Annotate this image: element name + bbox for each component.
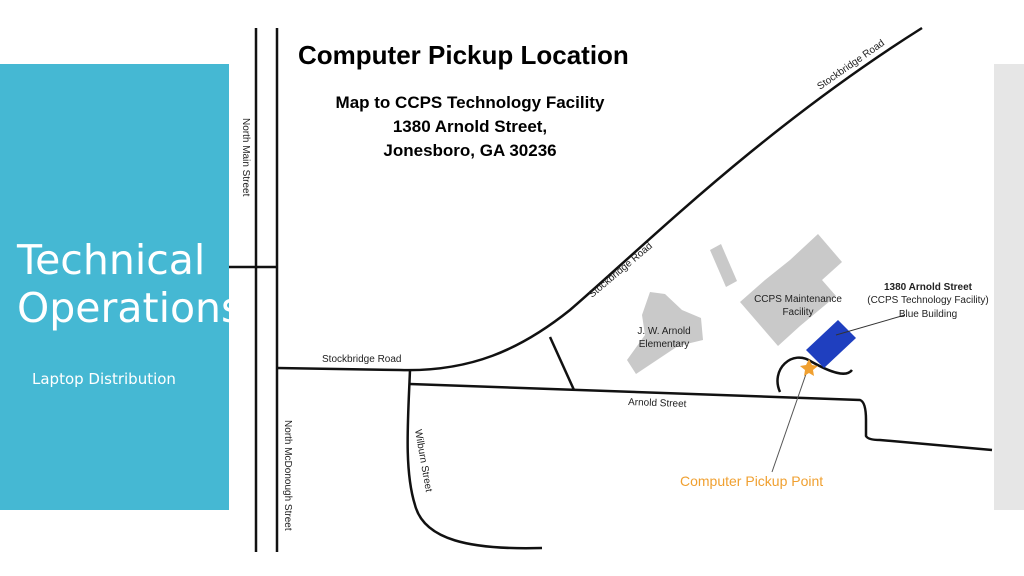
small-building-north bbox=[710, 244, 737, 287]
pickup-star-icon bbox=[800, 359, 818, 376]
map-title: Computer Pickup Location bbox=[298, 40, 629, 70]
slide-title: Technical Operations bbox=[17, 236, 277, 332]
pickup-driveway bbox=[776, 356, 853, 393]
street-label-stockbridge-middle: Stockbridge Road bbox=[587, 241, 655, 301]
callout-leader bbox=[835, 314, 906, 336]
street-label-arnold: Arnold Street bbox=[628, 397, 687, 410]
map-subtitle-line1: Map to CCPS Technology Facility bbox=[336, 93, 605, 112]
pickup-point-label: Computer Pickup Point bbox=[680, 473, 823, 489]
elementary-label-line2: Elementary bbox=[639, 339, 690, 350]
wilburn-street bbox=[406, 369, 543, 550]
arnold-street bbox=[409, 382, 993, 452]
elementary-building bbox=[627, 292, 703, 374]
roads bbox=[229, 26, 993, 552]
street-label-stockbridge-upper: Stockbridge Road bbox=[815, 38, 886, 93]
street-label-stockbridge-lower: Stockbridge Road bbox=[322, 354, 402, 365]
stockbridge-road bbox=[276, 26, 923, 372]
map-subtitle-line3: Jonesboro, GA 30236 bbox=[383, 141, 556, 160]
buildings bbox=[627, 234, 856, 374]
maintenance-building bbox=[740, 234, 842, 346]
maintenance-label-line1: CCPS Maintenance bbox=[754, 294, 842, 305]
maintenance-label-line2: Facility bbox=[782, 307, 813, 318]
street-label-north-main: North Main Street bbox=[240, 118, 251, 197]
callout-line1: 1380 Arnold Street bbox=[884, 282, 973, 293]
pickup-leader bbox=[771, 373, 807, 473]
slide-title-line1: Technical bbox=[17, 236, 206, 284]
elementary-label-line1: J. W. Arnold bbox=[637, 326, 690, 337]
slide-title-line2: Operations bbox=[17, 284, 243, 332]
street-label-wilburn: Wilburn Street bbox=[412, 429, 434, 494]
map-subtitle-line2: 1380 Arnold Street, bbox=[393, 117, 547, 136]
callout-line3: Blue Building bbox=[899, 309, 957, 320]
callout-line2: (CCPS Technology Facility) bbox=[867, 295, 989, 306]
technology-facility-building bbox=[806, 320, 856, 368]
slide-subtitle: Laptop Distribution bbox=[32, 370, 176, 388]
right-panel bbox=[994, 64, 1024, 510]
street-label-north-mcdonough: North McDonough Street bbox=[282, 420, 293, 531]
connector-road bbox=[548, 336, 576, 391]
side-panel bbox=[0, 64, 229, 510]
